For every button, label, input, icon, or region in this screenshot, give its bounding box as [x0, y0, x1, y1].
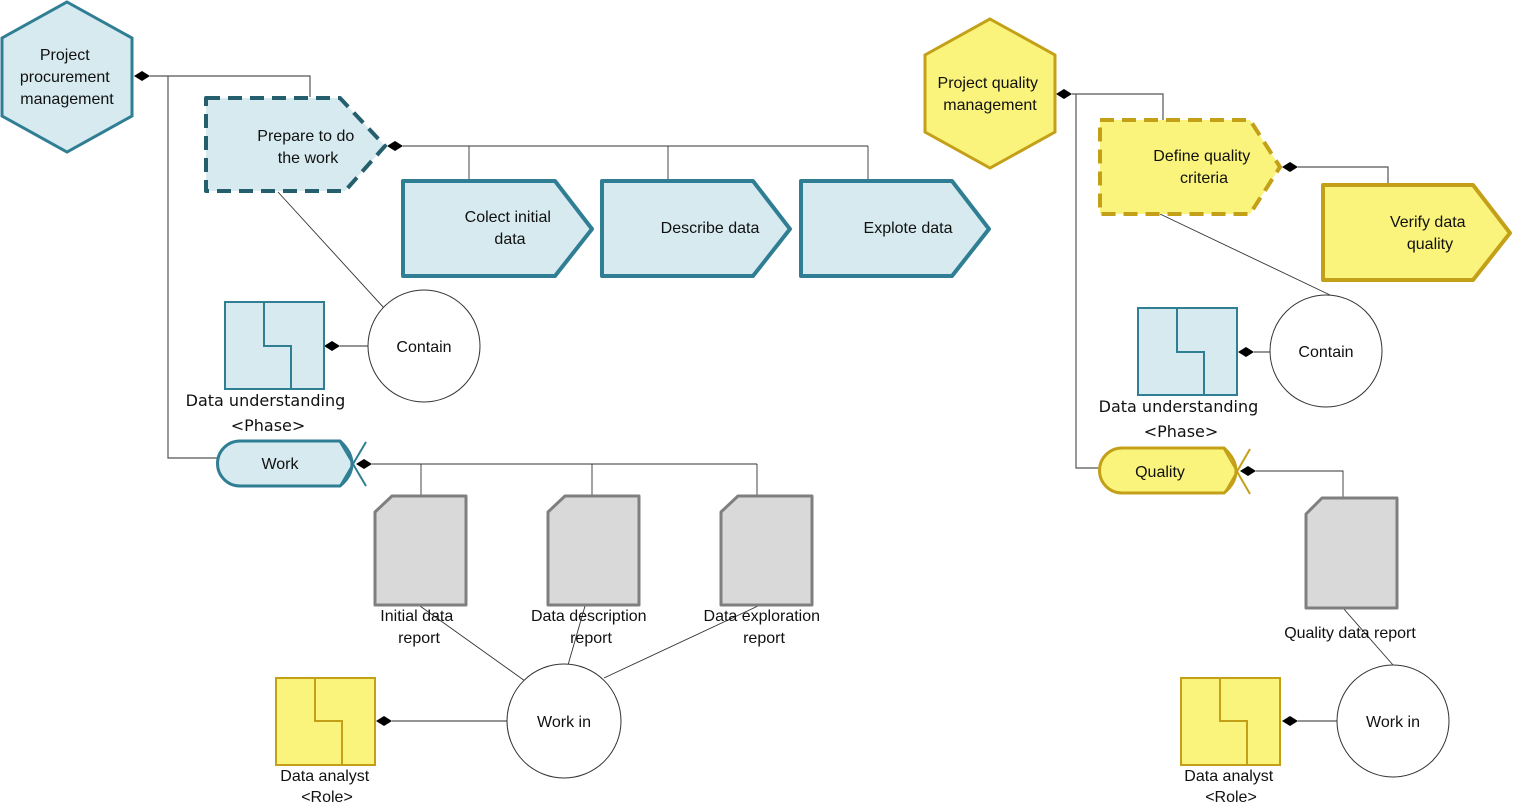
document-data-description-report[interactable]: Data description report [531, 494, 651, 647]
process-group-label: Project procurement management [20, 47, 114, 108]
relation-circle [1336, 664, 1450, 778]
relation-label: Work in [537, 714, 591, 731]
function-label: Define quality criteria [1153, 148, 1254, 187]
role-icon-lines [1219, 678, 1248, 765]
process-group-label: Project quality management [938, 75, 1043, 114]
role-data-analyst-right[interactable]: Data analyst <Role> [1180, 677, 1281, 804]
function-shape [600, 179, 792, 278]
connector-define-to-verify [1298, 166, 1389, 185]
phase-data-understanding-right[interactable]: Data understanding <Phase> [1099, 307, 1264, 441]
hexagon-shape [923, 17, 1057, 170]
connector-hex-to-quality [1075, 94, 1100, 469]
product-cross [1223, 448, 1251, 495]
diamond-marker [376, 716, 392, 726]
process-group-procurement[interactable]: Project procurement management [0, 0, 134, 154]
document-label: Quality data report [1284, 625, 1416, 642]
connector-hex-to-define [1072, 93, 1164, 120]
dashed-function-shape [1098, 118, 1282, 216]
connector-doc-to-workin [1342, 607, 1394, 666]
function-verify-data-quality[interactable]: Verify data quality [1321, 183, 1512, 282]
function-label: Verify data quality [1390, 214, 1470, 253]
relation-work-in-left[interactable]: Work in [506, 663, 622, 779]
role-label: Data analyst <Role> [1184, 768, 1277, 804]
diamond-marker [134, 71, 150, 81]
diamond-marker [387, 141, 403, 151]
phase-icon-lines [263, 302, 292, 389]
diamond-marker [356, 459, 372, 469]
function-prepare-work[interactable]: Prepare to do the work [204, 96, 387, 193]
document-shape [546, 494, 641, 607]
diamond-marker [1282, 716, 1298, 726]
relation-label: Work in [1366, 714, 1420, 731]
relation-label: Contain [396, 339, 451, 356]
document-data-exploration-report[interactable]: Data exploration report [704, 494, 825, 647]
product-work[interactable]: Work [216, 439, 367, 488]
product-cross [339, 441, 367, 487]
connector-hex-to-work [167, 76, 222, 459]
document-quality-data-report[interactable]: Quality data report [1284, 496, 1416, 642]
phase-label: Data understanding <Phase> [186, 391, 351, 435]
relation-circle [506, 663, 622, 779]
dashed-function-shape [204, 96, 387, 193]
function-collect-initial-data[interactable]: Colect initial data [401, 179, 594, 278]
function-shape [1321, 183, 1512, 282]
function-label: Colect initial data [465, 209, 556, 248]
phase-box [224, 301, 325, 390]
diamond-marker [1282, 162, 1298, 172]
connector-hex-to-prepare [150, 75, 311, 97]
function-label: Prepare to do the work [257, 128, 358, 167]
document-shape [1304, 496, 1399, 610]
function-shape [799, 179, 991, 278]
role-data-analyst-left[interactable]: Data analyst <Role> [275, 677, 376, 804]
role-icon-lines [314, 678, 343, 765]
relation-label: Contain [1298, 344, 1353, 361]
right-connectors [1056, 89, 1394, 726]
diamond-marker [324, 341, 340, 351]
function-describe-data[interactable]: Describe data [600, 179, 792, 278]
phase-data-understanding-left[interactable]: Data understanding <Phase> [186, 301, 351, 435]
relation-contain-right[interactable]: Contain [1269, 294, 1383, 408]
diamond-marker [1238, 347, 1254, 357]
document-shape [719, 494, 814, 607]
phase-icon-lines [1176, 308, 1205, 395]
relation-circle [367, 289, 481, 403]
document-initial-data-report[interactable]: Initial data report [373, 494, 468, 647]
left-connectors [134, 71, 869, 726]
hexagon-shape [0, 0, 134, 154]
connector-quality-to-doc [1256, 470, 1344, 498]
function-label: Explote data [864, 220, 953, 237]
connector-doc1-to-workin [419, 605, 526, 682]
document-label: Data exploration report [704, 608, 825, 647]
connector-doc2-to-workin [567, 605, 586, 666]
diamond-marker [1240, 466, 1256, 476]
document-shape [373, 494, 468, 607]
phase-label: Data understanding <Phase> [1099, 397, 1264, 441]
role-label: Data analyst <Role> [280, 768, 373, 804]
relation-contain-left[interactable]: Contain [367, 289, 481, 403]
connector-define-to-contain [1159, 213, 1331, 296]
diamond-marker [1056, 89, 1072, 99]
function-label: Describe data [661, 220, 760, 237]
product-label: Work [261, 456, 299, 473]
function-explote-data[interactable]: Explote data [799, 179, 991, 278]
connector-prepare-to-contain [277, 191, 385, 309]
product-label: Quality [1135, 464, 1185, 481]
document-label: Initial data report [380, 608, 457, 647]
process-group-quality[interactable]: Project quality management [923, 17, 1057, 170]
function-define-quality-criteria[interactable]: Define quality criteria [1098, 118, 1282, 216]
connector-doc3-to-workin [603, 605, 759, 679]
function-shape [401, 179, 594, 278]
relation-circle [1269, 294, 1383, 408]
relation-work-in-right[interactable]: Work in [1336, 664, 1450, 778]
document-label: Data description report [531, 608, 651, 647]
product-quality[interactable]: Quality [1098, 446, 1251, 495]
